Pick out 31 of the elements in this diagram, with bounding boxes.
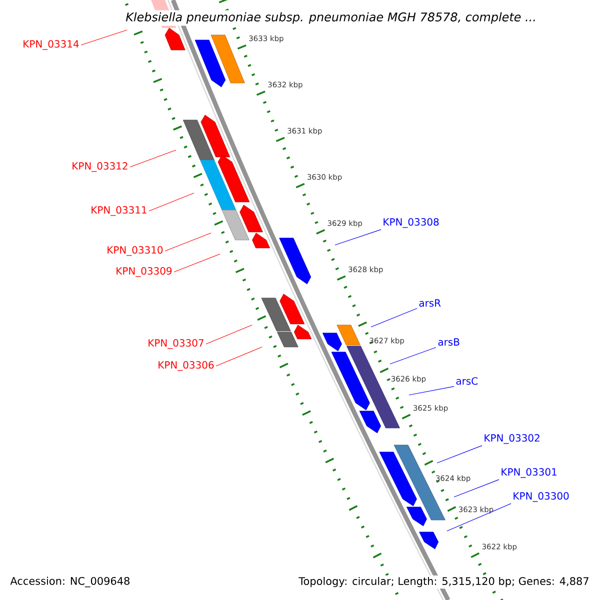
leader-line — [130, 150, 176, 168]
leader-line — [454, 479, 500, 498]
leader-line — [436, 445, 482, 464]
leader-line — [408, 386, 454, 396]
leader-line — [216, 346, 262, 366]
gene-label: KPN_03306 — [158, 361, 214, 371]
gene-label: KPN_03312 — [72, 162, 128, 172]
gene-label: KPN_03310 — [108, 246, 163, 256]
gene-label: KPN_03301 — [502, 468, 556, 478]
leader-line — [206, 324, 252, 344]
leader-line — [80, 30, 128, 46]
gene-label: arsB — [438, 338, 460, 346]
leader-line — [370, 308, 418, 328]
gene-label: arsC — [456, 377, 478, 385]
leader-line — [174, 254, 220, 272]
leader-line — [334, 229, 382, 246]
gene-label: KPN_03302 — [484, 434, 540, 444]
gene-label: KPN_03300 — [514, 492, 569, 502]
title: Klebsiella pneumoniae subsp. pneumoniae MGH 78578, complete ... — [124, 10, 538, 26]
gene-label: KPN_03308 — [384, 218, 439, 228]
gene-label: arsR — [419, 299, 441, 307]
gene-label: KPN_03314 — [24, 40, 79, 50]
gene-label: KPN_03311 — [92, 206, 146, 216]
accession-text: Accession: NC_009648 — [10, 576, 130, 588]
gene-label: KPN_03309 — [116, 267, 172, 277]
leader-line — [148, 192, 194, 212]
leader-line — [390, 347, 436, 364]
genome-info-text: Topology: circular; Length: 5,315,120 bp; Genes: 4,887 — [297, 575, 591, 589]
leader-line — [164, 232, 212, 252]
leader-line — [446, 503, 512, 532]
gene-label: KPN_03307 — [148, 339, 204, 349]
